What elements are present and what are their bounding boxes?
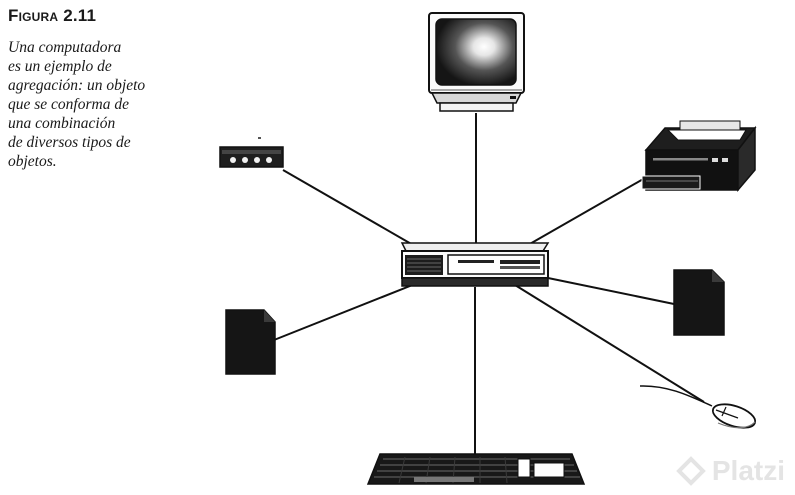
connector-modem (282, 169, 421, 250)
caption-line: agregación: un objeto (8, 77, 146, 94)
platzi-watermark: Platzi (676, 455, 785, 487)
keyboard-icon (366, 453, 586, 485)
connector-printer (527, 177, 646, 246)
modem-icon (219, 137, 284, 168)
left-speaker-icon (225, 309, 276, 375)
connector-lines (273, 113, 705, 455)
figure-caption: Una computadora es un ejemplo de agregac… (8, 38, 178, 171)
caption-line: Una computadora (8, 39, 122, 56)
figure-label-prefix: Figura (8, 6, 59, 25)
right-speaker-icon (673, 269, 725, 336)
mouse-icon (639, 385, 757, 429)
connector-left-speaker (273, 281, 421, 341)
figure-label: Figura 2.11 (8, 6, 96, 26)
computer-case-icon (400, 242, 550, 287)
connector-mouse (514, 284, 705, 403)
caption-line: es un ejemplo de (8, 58, 112, 75)
caption-line: de diversos tipos de (8, 134, 131, 151)
printer-icon (641, 120, 757, 193)
monitor-icon (428, 12, 525, 112)
platzi-logo-icon (676, 456, 706, 486)
caption-line: objetos. (8, 153, 57, 170)
watermark-text: Platzi (711, 455, 785, 486)
connector-right-speaker (547, 277, 675, 305)
caption-line: una combinación (8, 115, 116, 132)
caption-line: que se conforma de (8, 96, 129, 113)
figure-label-number: 2.11 (63, 6, 97, 25)
